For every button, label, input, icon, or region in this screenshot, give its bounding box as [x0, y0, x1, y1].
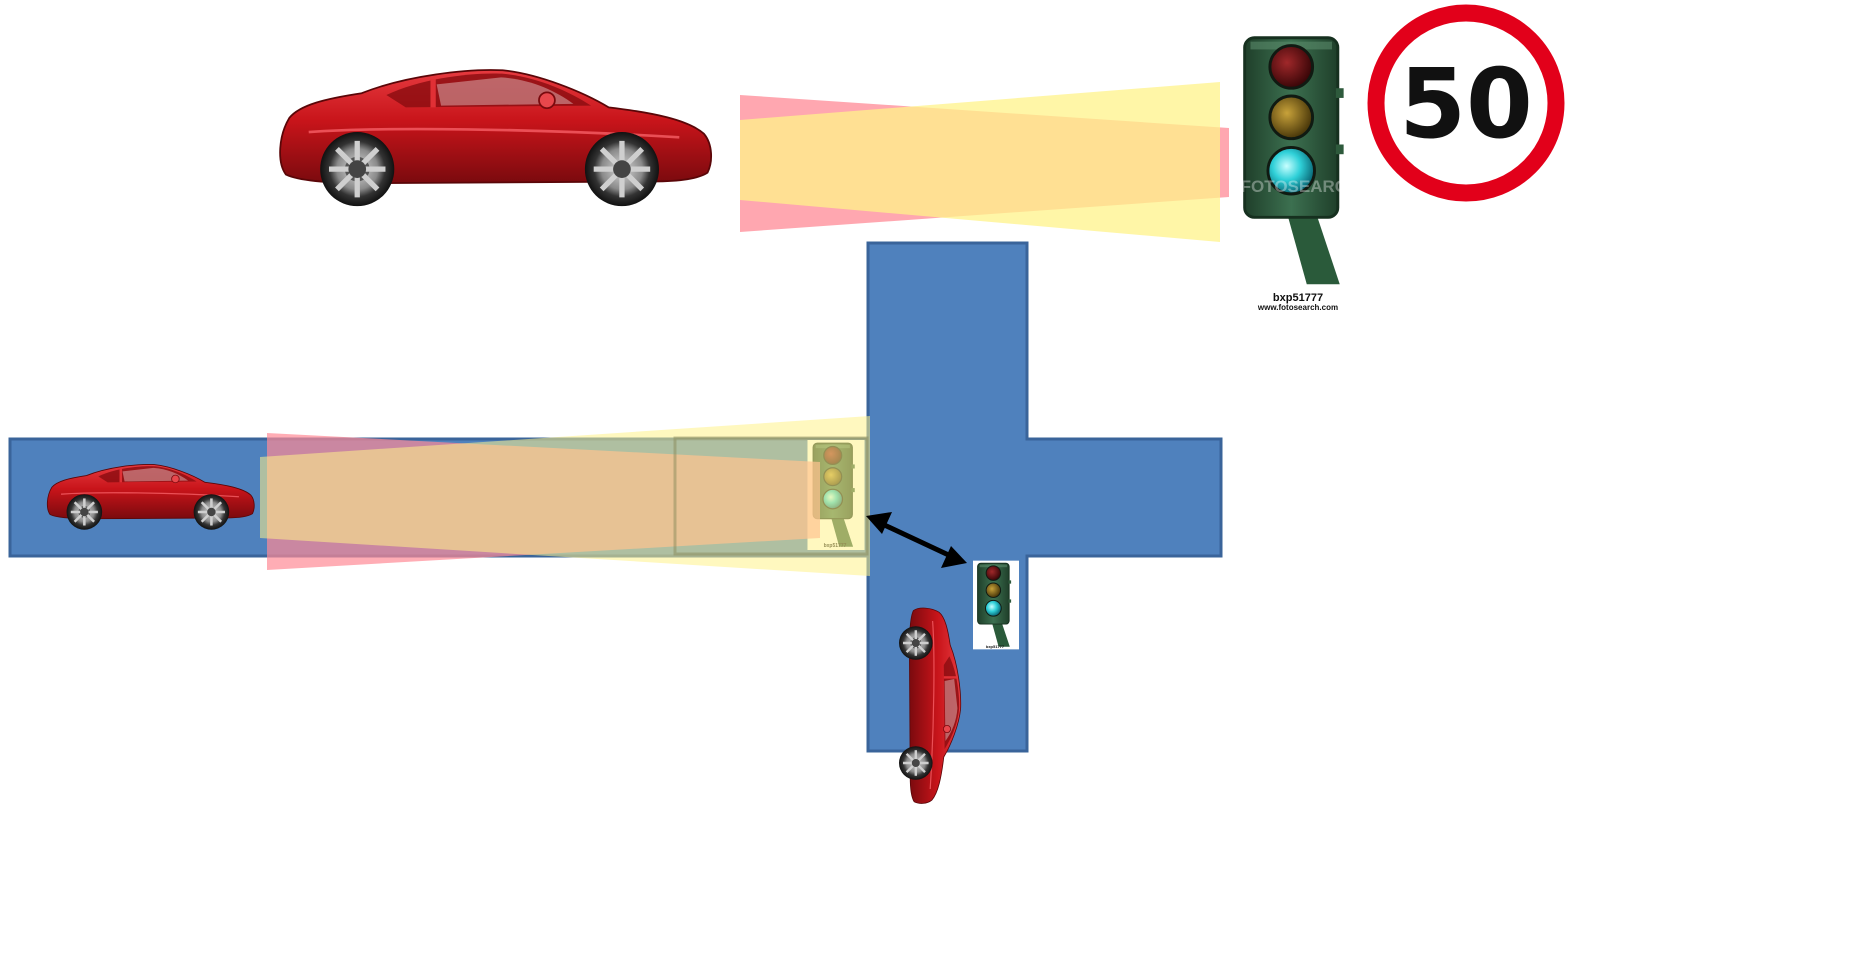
double-arrow	[866, 512, 967, 568]
bottom-scene: bxp51777 bxp51777	[45, 416, 1019, 805]
traffic-light-icon	[1229, 30, 1369, 292]
car-icon	[280, 70, 711, 206]
detection-zone	[673, 436, 869, 556]
traffic-light-large: FOTOSEARCH bxp51777 www.fotosearch.com	[1229, 30, 1369, 312]
sensor-beam-yellow-bottom	[260, 416, 870, 576]
sensor-beam-yellow	[740, 82, 1220, 242]
signal-watermark: FOTOSEARCH	[1241, 177, 1360, 196]
signal-caption: bxp51777	[1273, 292, 1323, 304]
speed-limit-value: 50	[1399, 48, 1533, 160]
arrow-head-west	[866, 512, 892, 534]
speed-limit-sign: 50	[1367, 4, 1565, 202]
top-scene: FOTOSEARCH bxp51777 www.fotosearch.com 5…	[280, 4, 1565, 312]
double-arrow-icon	[876, 519, 957, 561]
speed-limit-sign-icon	[1367, 4, 1565, 202]
arrow-head-east	[941, 546, 967, 568]
signal-caption-small: bxp51777	[986, 644, 1005, 649]
traffic-light-icon	[973, 560, 1019, 650]
traffic-light-small-south: bxp51777	[973, 560, 1019, 650]
signal-credit: www.fotosearch.com	[1257, 303, 1338, 312]
